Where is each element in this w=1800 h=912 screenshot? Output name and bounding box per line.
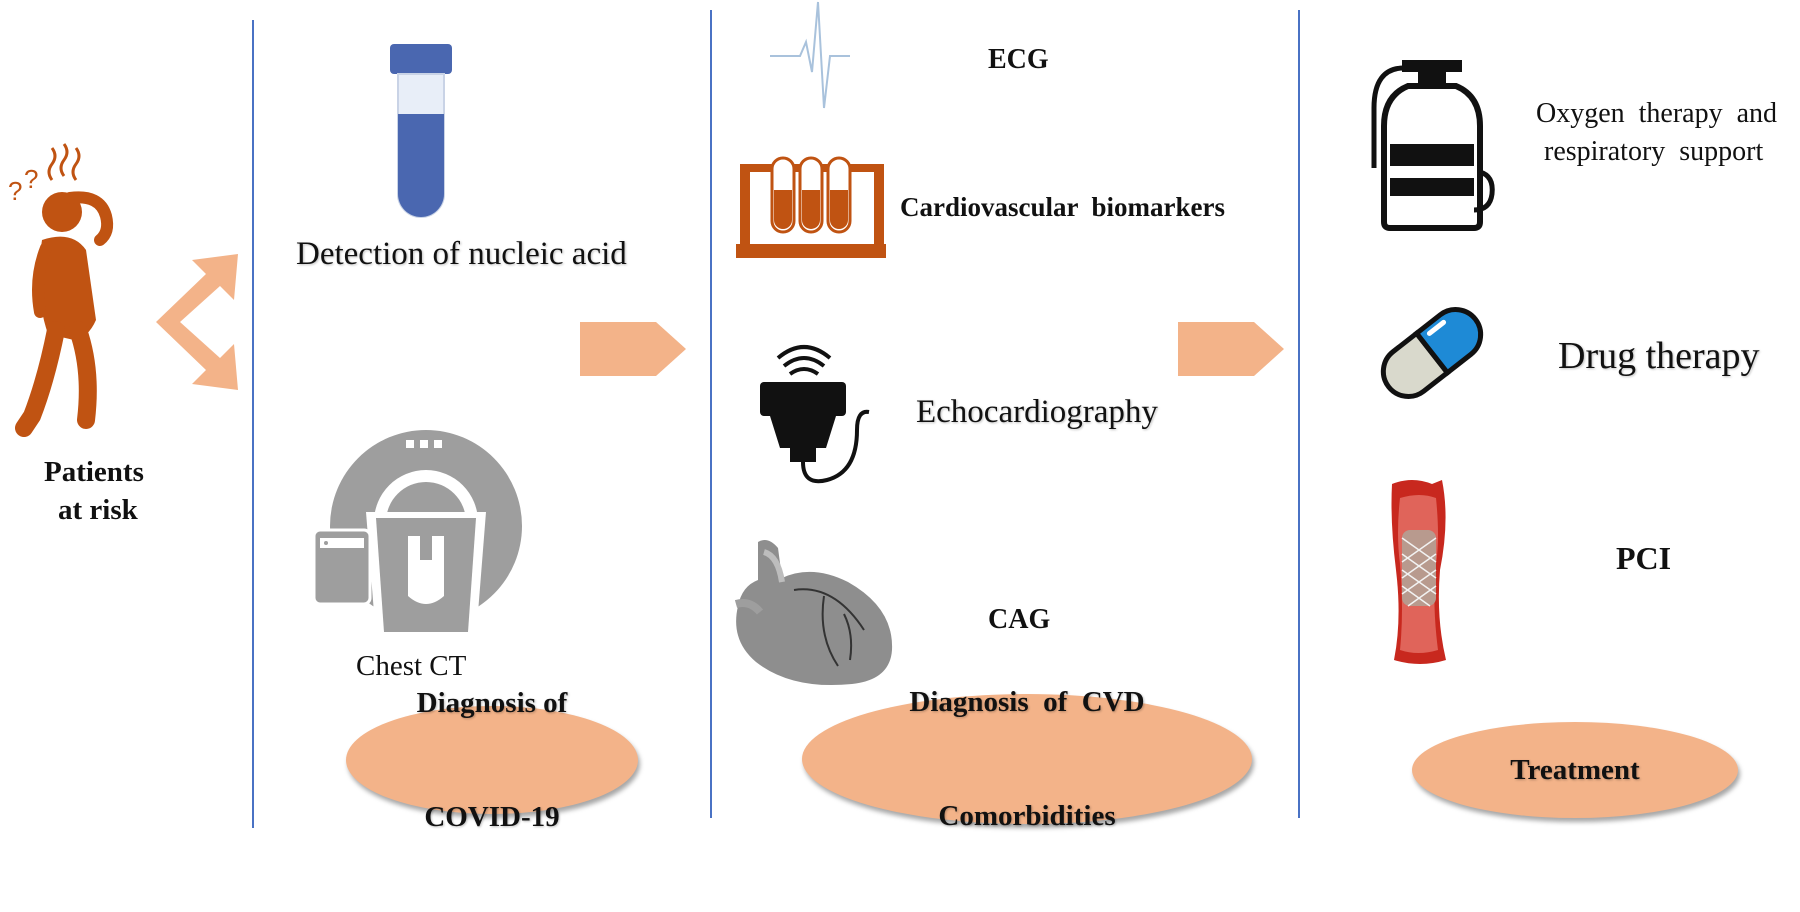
echo-label: Echocardiography — [916, 394, 1158, 430]
capsule-icon — [1380, 307, 1484, 399]
ecg-label: ECG — [988, 44, 1049, 75]
cag-label: CAG — [988, 604, 1051, 635]
stage-diagnosis-covid: Diagnosis of COVID-19 — [346, 687, 638, 833]
ct-scanner-icon — [312, 430, 522, 638]
oxygen-label-line2: respiratory support — [1544, 136, 1764, 167]
ecg-wave-icon — [770, 1, 850, 109]
svg-text:?: ? — [24, 164, 38, 194]
pci-label: PCI — [1616, 540, 1672, 576]
stage-cvd-line1: Diagnosis of CVD — [909, 686, 1145, 718]
stage-covid-line2: COVID-19 — [424, 801, 560, 833]
drug-therapy-label: Drug therapy — [1558, 335, 1760, 377]
stage-covid-line1: Diagnosis of — [416, 687, 568, 719]
divider-3 — [1298, 10, 1300, 818]
ultrasound-probe-icon — [760, 345, 870, 484]
stage-treatment-label: Treatment — [1510, 754, 1640, 786]
right-arrow-icon — [580, 322, 686, 376]
oxygen-tank-icon — [1371, 60, 1495, 231]
right-arrow-icon — [1178, 322, 1284, 376]
nucleic-acid-label: Detection of nucleic acid — [296, 236, 627, 272]
stage-treatment: Treatment — [1412, 722, 1738, 818]
heart-icon — [734, 540, 893, 686]
stage-diagnosis-cvd: Diagnosis of CVD Comorbidities — [802, 686, 1252, 832]
test-tube-icon — [390, 44, 452, 218]
chest-ct-label: Chest CT — [356, 650, 467, 682]
divider-1 — [252, 20, 254, 828]
patients-label-line2: at risk — [58, 494, 138, 526]
divider-2 — [710, 10, 712, 818]
biomarkers-label: Cardiovascular biomarkers — [900, 192, 1225, 222]
svg-text:?: ? — [8, 176, 22, 206]
split-arrow-icon — [156, 254, 238, 390]
person-at-risk-icon: ? ? — [8, 143, 114, 437]
stage-cvd-line2: Comorbidities — [938, 800, 1116, 832]
patients-label-line1: Patients — [44, 456, 144, 488]
oxygen-label-line1: Oxygen therapy and — [1536, 98, 1778, 129]
biomarker-rack-icon — [736, 156, 886, 258]
stent-vessel-icon — [1391, 480, 1446, 664]
